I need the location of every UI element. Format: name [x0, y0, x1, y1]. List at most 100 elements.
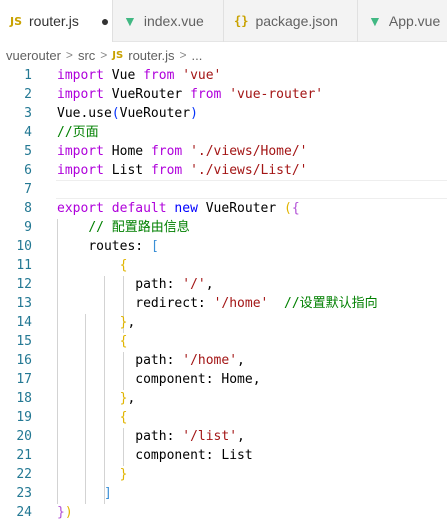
code-token: Vue: [57, 106, 81, 121]
code-token: :: [166, 353, 183, 368]
line-number: 21: [16, 448, 32, 463]
line-number: 14: [16, 315, 32, 330]
code-token: [57, 486, 104, 501]
line-number: 23: [16, 486, 32, 501]
vue-file-icon: ▼: [368, 13, 382, 29]
code-token: component: [135, 448, 206, 463]
line-number: 20: [16, 429, 32, 444]
code-line[interactable]: 21 component: List: [0, 446, 447, 465]
vue-file-icon: ▼: [123, 13, 137, 29]
code-line[interactable]: 10 routes: [: [0, 237, 447, 256]
code-token: [57, 353, 135, 368]
code-token: [57, 448, 135, 463]
code-text: path: '/',: [57, 275, 213, 294]
breadcrumb-item-symbol[interactable]: ...: [191, 47, 203, 63]
line-number: 22: [16, 467, 32, 482]
code-line[interactable]: 16 path: '/home',: [0, 351, 447, 370]
code-line[interactable]: 23 ]: [0, 484, 447, 503]
code-line[interactable]: 9 // 配置路由信息: [0, 218, 447, 237]
code-token: (: [284, 201, 292, 216]
code-token: import: [57, 87, 112, 102]
indent-guide: [85, 314, 86, 504]
code-token: {: [119, 334, 128, 349]
code-token: }: [57, 505, 65, 520]
code-line[interactable]: 7: [0, 180, 447, 199]
indent-guide: [123, 428, 124, 466]
line-number: 24: [16, 505, 32, 520]
code-line[interactable]: 19 {: [0, 408, 447, 427]
code-token: [: [150, 239, 159, 254]
code-text: import Home from './views/Home/': [57, 142, 307, 161]
code-token: '/home': [213, 296, 269, 311]
unsaved-dot-icon[interactable]: ●: [100, 13, 110, 29]
code-token: '/list': [182, 429, 238, 444]
code-token: //页面: [57, 125, 99, 140]
code-line[interactable]: 4//页面: [0, 123, 447, 142]
breadcrumb-item-vuerouter[interactable]: vuerouter: [6, 47, 61, 63]
line-number: 9: [24, 220, 32, 235]
code-token: [57, 410, 120, 425]
code-text: ]: [57, 484, 112, 503]
code-text: Vue.use(VueRouter): [57, 104, 198, 123]
code-text: {: [57, 256, 128, 275]
code-line[interactable]: 14 },: [0, 313, 447, 332]
editor-tab-bar: JS router.js ● ▼ index.vue {} package.js…: [0, 0, 447, 42]
line-number: 5: [24, 144, 32, 159]
tab-package-json[interactable]: {} package.json: [224, 0, 358, 42]
breadcrumb-separator: >: [65, 48, 73, 62]
line-number: 11: [16, 258, 32, 273]
code-token: '/': [182, 277, 206, 292]
code-line[interactable]: 5 import Home from './views/Home/': [0, 142, 447, 161]
code-text: component: Home,: [57, 370, 261, 389]
tab-label: router.js: [29, 13, 79, 29]
code-token: // 配置路由信息: [88, 220, 190, 235]
breadcrumb: vuerouter > src > JS router.js > ...: [0, 45, 447, 65]
code-token: Home: [111, 144, 151, 159]
line-number: 13: [16, 296, 32, 311]
code-token: from: [150, 163, 191, 178]
code-line[interactable]: 13 redirect: '/home' //设置默认指向: [0, 294, 447, 313]
code-token: Vue: [111, 68, 144, 83]
code-line[interactable]: 24}): [0, 503, 447, 521]
code-line[interactable]: 20 path: '/list',: [0, 427, 447, 446]
breadcrumb-item-src[interactable]: src: [77, 47, 96, 63]
line-number: 19: [16, 410, 32, 425]
tab-router-js[interactable]: JS router.js ●: [0, 0, 113, 42]
line-number: 10: [16, 239, 32, 254]
code-line[interactable]: 18 },: [0, 389, 447, 408]
code-token: VueRouter: [119, 106, 191, 121]
code-text: path: '/list',: [57, 427, 245, 446]
code-token: [57, 239, 88, 254]
code-line[interactable]: 11 {: [0, 256, 447, 275]
code-line[interactable]: 15 {: [0, 332, 447, 351]
code-token: [57, 220, 88, 235]
code-token: :: [135, 239, 151, 254]
code-token: {: [291, 201, 300, 216]
line-number: 12: [16, 277, 32, 292]
tab-index-vue[interactable]: ▼ index.vue: [113, 0, 224, 42]
code-token: ,: [127, 391, 136, 406]
code-token: [57, 334, 120, 349]
current-line-highlight: [56, 180, 447, 199]
code-text: component: List: [57, 446, 253, 465]
code-token: from: [190, 87, 230, 102]
code-token: List: [221, 448, 253, 463]
code-token: ,: [252, 372, 261, 387]
code-token: [57, 467, 120, 482]
code-line[interactable]: 17 component: Home,: [0, 370, 447, 389]
code-line[interactable]: 22 }: [0, 465, 447, 484]
code-line[interactable]: 12 path: '/',: [0, 275, 447, 294]
code-token: ]: [103, 486, 112, 501]
code-token: [57, 296, 135, 311]
tab-app-vue[interactable]: ▼ App.vue: [358, 0, 447, 42]
breadcrumb-item-router-js[interactable]: router.js: [128, 47, 175, 63]
indent-guide: [104, 276, 105, 504]
tab-label: package.json: [255, 13, 338, 29]
code-text: // 配置路由信息: [57, 218, 190, 237]
